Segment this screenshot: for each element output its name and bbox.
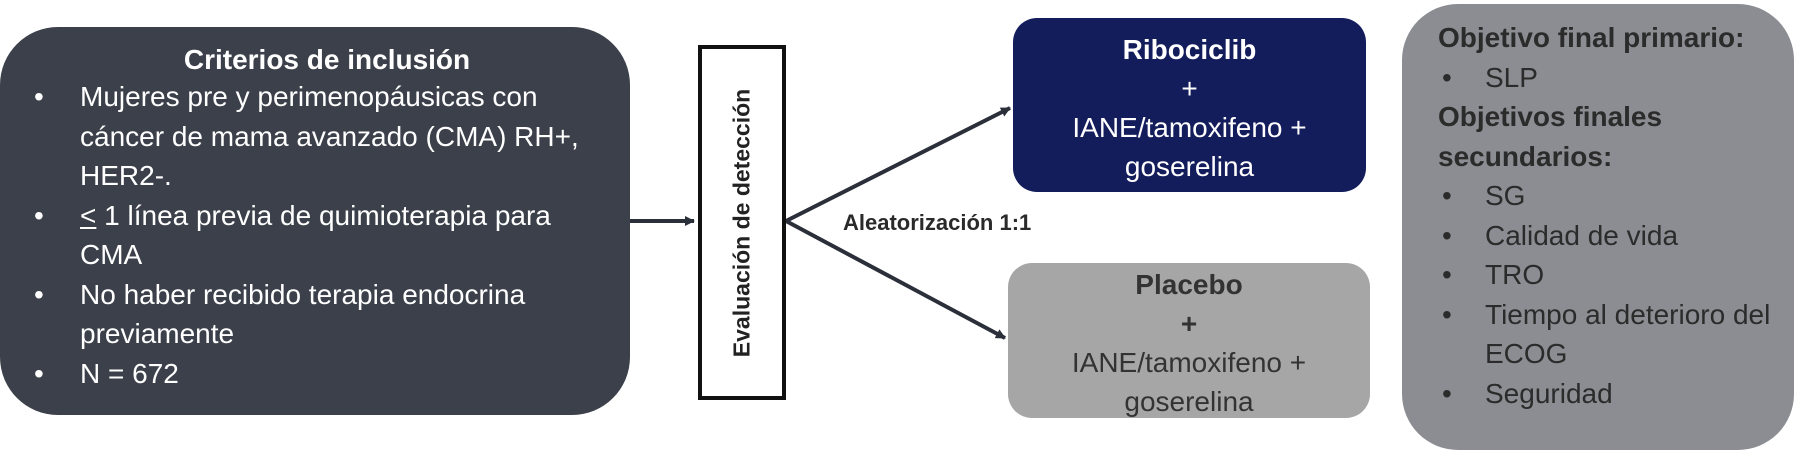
ribociclib-drug-label: Ribociclib — [1122, 34, 1257, 65]
placebo-plus: + — [1180, 308, 1198, 339]
ribociclib-plus: + — [1181, 73, 1198, 104]
primary-objective-item: SLP — [1438, 58, 1774, 98]
secondary-objectives-list: SG Calidad de vida TRO Tiempo al deterio… — [1438, 176, 1774, 413]
primary-objective-list: SLP — [1438, 58, 1774, 98]
placebo-drug-label: Placebo — [1135, 269, 1243, 300]
primary-objective-heading: Objetivo final primario: — [1438, 22, 1745, 53]
objectives-box: Objetivo final primario: SLP Objetivos f… — [1402, 4, 1794, 450]
criteria-item: < 1 línea previa de quimioterapia para C… — [30, 196, 590, 275]
criteria-item: No haber recibido terapia endocrina prev… — [30, 275, 590, 354]
screening-box: Evaluación de detección — [698, 45, 786, 400]
screening-to-ribociclib-arrow — [785, 106, 1011, 223]
criteria-item: Mujeres pre y perimenopáusicas con cánce… — [30, 77, 590, 196]
ribociclib-line3: goserelina — [1124, 151, 1255, 182]
secondary-objective-item: Tiempo al deterioro del ECOG — [1438, 295, 1774, 374]
criteria-item-text: No haber recibido terapia endocrina prev… — [80, 278, 526, 350]
secondary-objective-item: Calidad de vida — [1438, 216, 1774, 256]
placebo-arm-box: Placebo + IANE/tamoxifeno + goserelina — [1008, 263, 1370, 418]
secondary-objectives-heading-line1: Objetivos finales — [1438, 101, 1663, 132]
screening-to-placebo-arrow — [785, 219, 1006, 340]
inclusion-criteria-box: Criterios de inclusión Mujeres pre y per… — [0, 27, 630, 415]
secondary-objective-item: SG — [1438, 176, 1774, 216]
criteria-item-text: Mujeres pre y perimenopáusicas con cánce… — [80, 81, 579, 191]
secondary-objective-item: Seguridad — [1438, 374, 1774, 414]
ribociclib-line2: IANE/tamoxifeno + — [1072, 112, 1307, 143]
less-equal-symbol: < — [80, 199, 97, 231]
randomization-label: Aleatorización 1:1 — [843, 210, 1032, 235]
criteria-item-text: N = 672 — [80, 357, 179, 389]
ribociclib-arm-box: Ribociclib + IANE/tamoxifeno + goserelin… — [1013, 18, 1366, 192]
criteria-item: N = 672 — [30, 354, 590, 394]
secondary-objectives-heading-line2: secundarios: — [1438, 140, 1613, 172]
inclusion-criteria-list: Mujeres pre y perimenopáusicas con cánce… — [30, 77, 590, 393]
screening-label: Evaluación de detección — [728, 88, 755, 357]
placebo-line3: goserelina — [1124, 386, 1254, 417]
placebo-line2: IANE/tamoxifeno + — [1071, 347, 1307, 378]
criteria-item-text: 1 línea previa de quimioterapia para CMA — [80, 199, 551, 271]
secondary-objective-item: TRO — [1438, 255, 1774, 295]
inclusion-criteria-title: Criterios de inclusión — [183, 44, 471, 75]
